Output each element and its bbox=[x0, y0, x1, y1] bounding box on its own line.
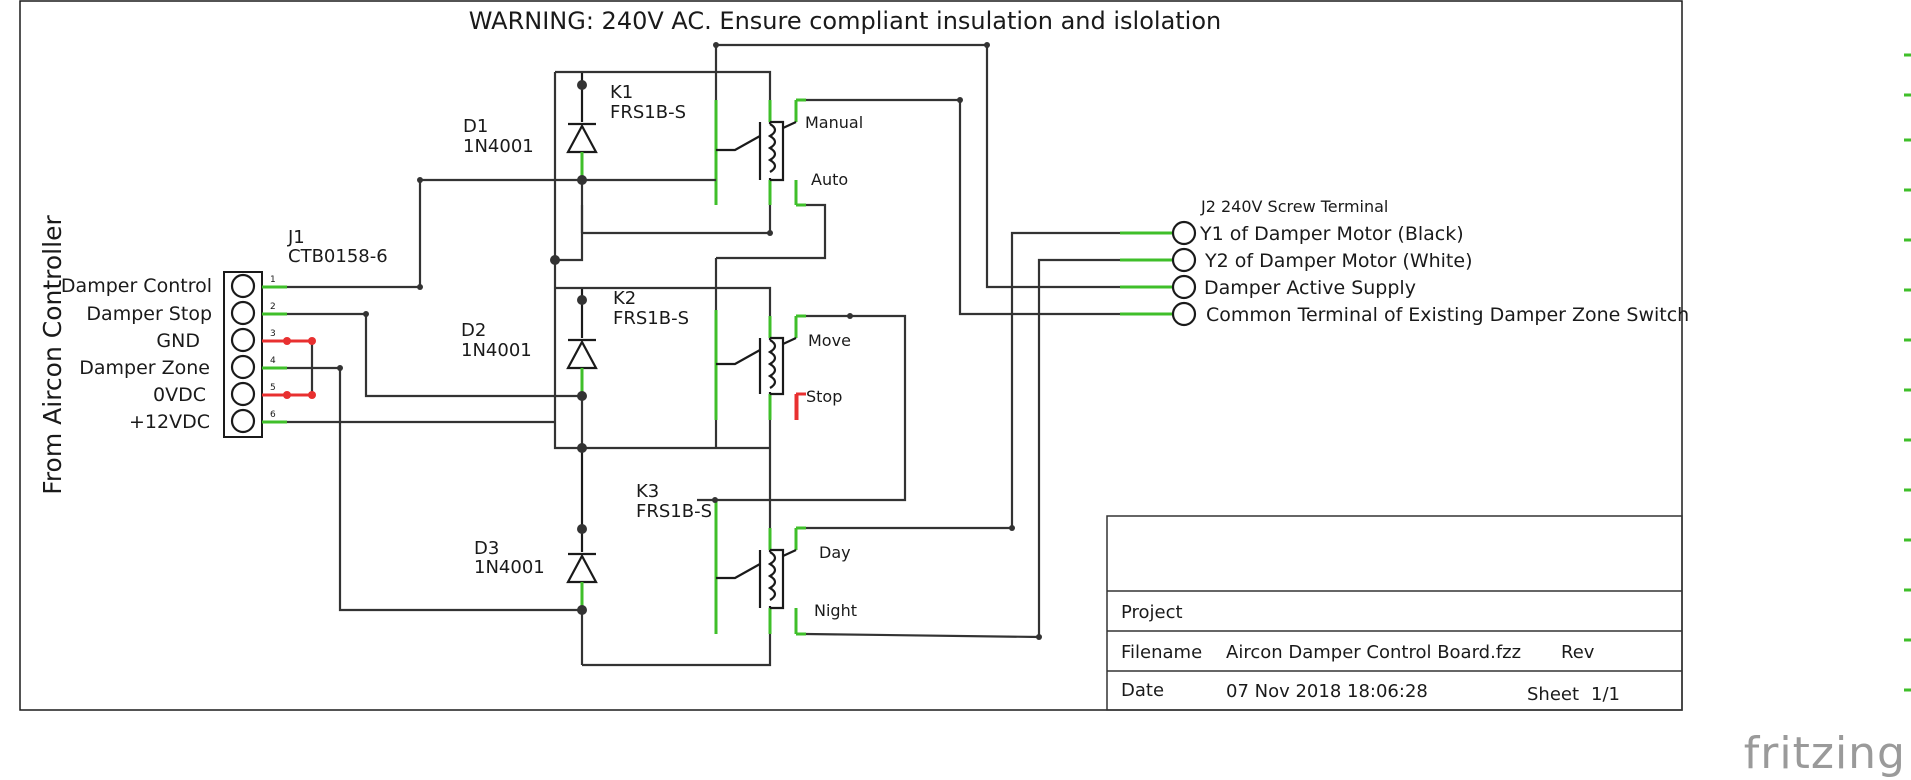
j2-terminal-1 bbox=[1171, 220, 1197, 246]
j1-pin-4 bbox=[230, 354, 256, 380]
d2-ref: D2 bbox=[461, 320, 486, 341]
tb-sheet-label: Sheet bbox=[1527, 684, 1579, 705]
j2-label-4: Common Terminal of Existing Damper Zone … bbox=[1206, 304, 1689, 326]
j1-label-5: 0VDC bbox=[153, 384, 206, 406]
k1-ref: K1 bbox=[610, 82, 633, 103]
j1-pin-num-4: 4 bbox=[270, 356, 276, 366]
j1-part: CTB0158-6 bbox=[288, 246, 388, 267]
j1-label-6: +12VDC bbox=[129, 411, 210, 433]
k2-contact-move: Move bbox=[808, 331, 851, 350]
j2-label-2: Y2 of Damper Motor (White) bbox=[1204, 250, 1472, 272]
j1-pin-num-2: 2 bbox=[270, 302, 276, 312]
j2-terminal-2 bbox=[1171, 247, 1197, 273]
j1-pin-1 bbox=[230, 273, 256, 299]
warning-title: WARNING: 240V AC. Ensure compliant insul… bbox=[469, 7, 1222, 35]
fritzing-logo: fritzing bbox=[1744, 728, 1906, 779]
j1-label-3: GND bbox=[156, 330, 200, 352]
tb-date-value: 07 Nov 2018 18:06:28 bbox=[1226, 681, 1428, 702]
tb-rev-label: Rev bbox=[1561, 642, 1595, 663]
j2-terminal-4 bbox=[1171, 301, 1197, 327]
k1-contact-manual: Manual bbox=[805, 113, 863, 132]
relay-k2: K2 FRS1B-S Move Stop bbox=[613, 203, 851, 420]
j1-ref: J1 bbox=[287, 227, 305, 248]
d3-part: 1N4001 bbox=[474, 557, 545, 578]
j1-label-2: Damper Stop bbox=[86, 303, 212, 325]
j1-pin-5 bbox=[230, 381, 256, 407]
connector-j2: J2 240V Screw Terminal Y1 of Damper Moto… bbox=[1120, 197, 1689, 327]
side-label: From Aircon Controller bbox=[38, 215, 67, 495]
sheet-frame bbox=[19, 0, 1683, 711]
relay-interconnect bbox=[712, 313, 907, 503]
d1-part: 1N4001 bbox=[463, 136, 534, 157]
d2-symbol bbox=[566, 339, 598, 370]
k2-ref: K2 bbox=[613, 288, 636, 309]
j1-pin-num-6: 6 bbox=[270, 410, 276, 420]
title-block: Project Filename Aircon Damper Control B… bbox=[1106, 515, 1683, 711]
tb-project-label: Project bbox=[1121, 602, 1183, 623]
k3-contact-day: Day bbox=[819, 543, 851, 562]
k3-part: FRS1B-S bbox=[636, 501, 712, 522]
relay-k3: K3 FRS1B-S Day Night bbox=[636, 420, 857, 636]
connector-j1: J1 CTB0158-6 Damper Control Damper Stop … bbox=[61, 227, 388, 438]
j2-terminal-3 bbox=[1171, 274, 1197, 300]
tb-filename-label: Filename bbox=[1121, 642, 1202, 663]
d1-symbol bbox=[566, 123, 598, 154]
diode-d1: D1 1N4001 bbox=[463, 72, 598, 185]
j1-label-4: Damper Zone bbox=[79, 357, 210, 379]
diode-d2: D2 1N4001 bbox=[461, 288, 598, 401]
j2-title: J2 240V Screw Terminal bbox=[1200, 197, 1388, 216]
j1-pin-num-3: 3 bbox=[270, 329, 276, 339]
j1-wires bbox=[287, 72, 582, 612]
d3-ref: D3 bbox=[474, 538, 499, 559]
relay-k1: K1 FRS1B-S Manual Auto bbox=[580, 82, 863, 236]
edge-artifacts bbox=[1904, 53, 1911, 692]
j1-body bbox=[223, 271, 263, 438]
tb-filename-value: Aircon Damper Control Board.fzz bbox=[1226, 642, 1521, 663]
j1-label-1: Damper Control bbox=[61, 275, 212, 297]
j1-pin-6 bbox=[230, 408, 256, 434]
k3-contact-night: Night bbox=[814, 601, 857, 620]
j2-label-1: Y1 of Damper Motor (Black) bbox=[1199, 223, 1464, 245]
d1-ref: D1 bbox=[463, 116, 488, 137]
tb-sheet-value: 1/1 bbox=[1591, 684, 1620, 705]
tb-date-label: Date bbox=[1121, 680, 1164, 701]
d2-part: 1N4001 bbox=[461, 340, 532, 361]
j1-pin-num-5: 5 bbox=[270, 383, 276, 393]
j1-pin-num-1: 1 bbox=[270, 275, 276, 285]
k1-contact-auto: Auto bbox=[811, 170, 848, 189]
k1-part: FRS1B-S bbox=[610, 102, 686, 123]
d3-symbol bbox=[566, 553, 598, 584]
j2-label-3: Damper Active Supply bbox=[1204, 277, 1416, 299]
j1-pin-2 bbox=[230, 300, 256, 326]
k2-part: FRS1B-S bbox=[613, 308, 689, 329]
diode-d3: D3 1N4001 bbox=[474, 448, 598, 615]
k2-contact-stop: Stop bbox=[806, 387, 842, 406]
k3-ref: K3 bbox=[636, 481, 659, 502]
j1-pin-3 bbox=[230, 327, 256, 353]
j2-wires bbox=[713, 42, 1120, 640]
